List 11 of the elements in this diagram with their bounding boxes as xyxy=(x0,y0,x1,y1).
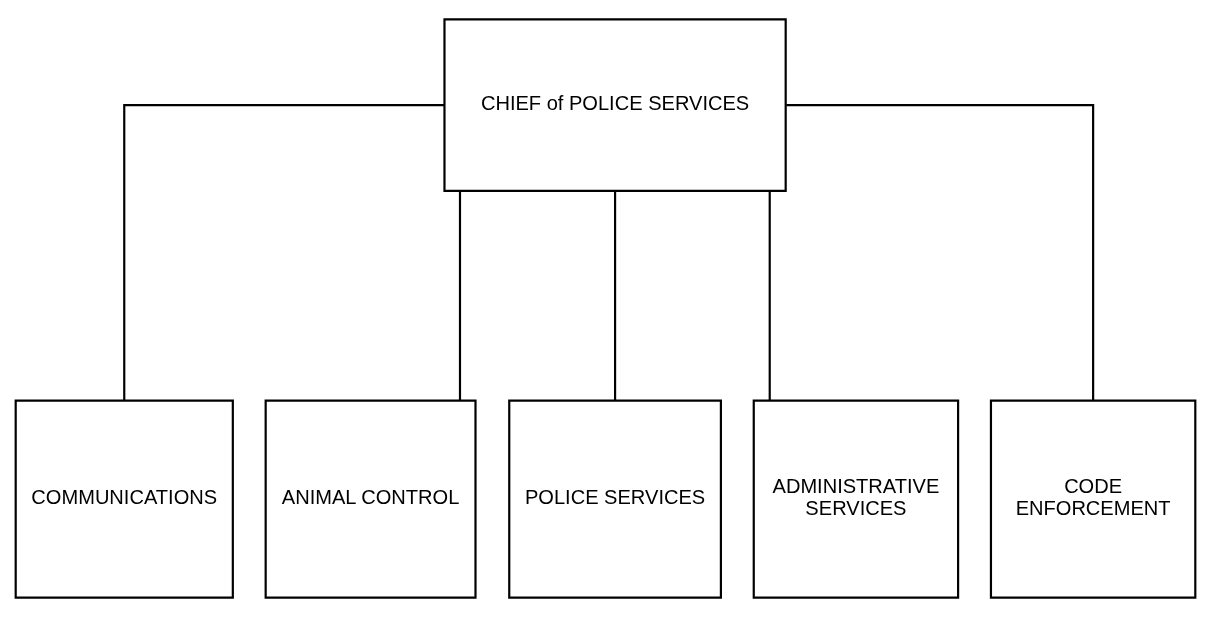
node-box: COMMUNICATIONS xyxy=(14,399,234,599)
node-box: ANIMAL CONTROL xyxy=(264,399,477,599)
connector xyxy=(458,191,462,401)
connector xyxy=(786,103,1095,401)
node-box: ADMINISTRATIVE SERVICES xyxy=(752,399,960,599)
node-box: CHIEF of POLICE SERVICES xyxy=(443,18,787,192)
node-box: CODE ENFORCEMENT xyxy=(989,399,1197,599)
connector xyxy=(614,191,617,401)
node-box: POLICE SERVICES xyxy=(508,399,722,599)
connector xyxy=(123,103,445,401)
connector xyxy=(768,191,771,401)
